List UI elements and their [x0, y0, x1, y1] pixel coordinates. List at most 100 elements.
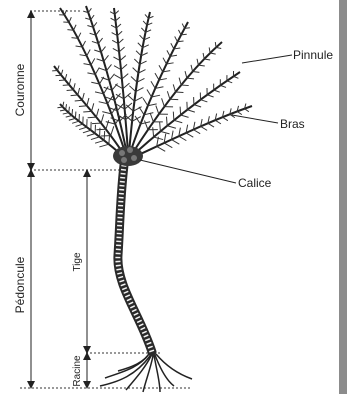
pinnule [76, 124, 83, 126]
arm [133, 71, 240, 155]
pinnule [118, 39, 123, 44]
pinnule-label: Pinnule [293, 48, 333, 62]
pinnule [87, 133, 95, 136]
pinnule [66, 104, 67, 110]
arm-axis [114, 8, 128, 153]
pinnule [57, 107, 62, 108]
pinnule [210, 53, 216, 54]
pinnule [128, 95, 135, 101]
pinnule [72, 121, 79, 123]
pinnule [208, 123, 214, 127]
pinnule [204, 59, 210, 60]
pinnule [167, 126, 176, 128]
pinnule [67, 30, 73, 31]
pinnule [237, 111, 242, 114]
pinnule [175, 36, 178, 41]
pinnule [66, 116, 72, 118]
pinnule [179, 78, 181, 85]
pedoncule-label: Pédoncule [13, 256, 27, 313]
pinnule [87, 50, 91, 56]
calice-leader [140, 160, 236, 183]
pinnule [121, 64, 127, 69]
pinnule [93, 22, 97, 27]
pinnule [162, 98, 165, 106]
pinnule [193, 130, 200, 134]
pinnule [120, 56, 126, 61]
pinnule [78, 88, 80, 95]
pinnule [136, 51, 141, 56]
pinnule [57, 65, 59, 70]
pinnule [153, 127, 154, 137]
pinnule [79, 127, 87, 129]
arms [52, 6, 252, 157]
pinnule [109, 74, 114, 80]
pinnule [82, 93, 84, 100]
pinnule [112, 84, 118, 91]
pinnule [245, 109, 249, 112]
pinnule [69, 79, 71, 85]
pinnule [72, 109, 73, 115]
roots [100, 352, 192, 392]
pinnule [63, 113, 69, 114]
pinnule [150, 113, 153, 122]
pinnule [209, 47, 210, 53]
pinnule [187, 78, 194, 79]
pinnule [187, 110, 195, 112]
pinnule [126, 105, 133, 111]
pinnule [107, 64, 112, 70]
pinnule [91, 58, 95, 65]
pinnule [101, 114, 104, 123]
stem [118, 165, 152, 352]
pinnule [185, 28, 190, 29]
pinnule [193, 72, 200, 73]
pinnule [174, 120, 182, 122]
pinnule [83, 111, 91, 112]
pinnule [95, 140, 104, 143]
pinnule [67, 90, 74, 91]
pinnule [197, 59, 198, 65]
pinnule [104, 55, 109, 61]
pinnule [173, 84, 175, 92]
pinnule [108, 96, 113, 104]
pinnule [92, 103, 94, 111]
pinnule [214, 90, 220, 92]
pinnule [181, 85, 189, 86]
pinnule [138, 43, 143, 48]
pinnule [227, 81, 232, 83]
pinnule [99, 144, 108, 147]
pinnule [141, 28, 145, 32]
pinnule-leader [242, 55, 292, 63]
pinnule [131, 77, 137, 83]
pinnule [164, 143, 172, 148]
page-edge-shadow [339, 0, 347, 394]
arm-axis [134, 106, 252, 157]
pinnule [61, 70, 63, 75]
calice-label: Calice [238, 176, 272, 190]
pinnule [173, 112, 174, 121]
couronne-label: Couronne [13, 63, 27, 116]
pinnule [122, 74, 128, 79]
pinnule [171, 43, 174, 49]
pinnule [155, 73, 159, 80]
pinnule [207, 95, 213, 97]
dimension-arrows [31, 14, 87, 385]
tige-label: Tige [72, 252, 83, 272]
pinnule [215, 120, 221, 124]
pinnule [119, 47, 124, 52]
pinnule [82, 41, 85, 47]
pinnule [143, 98, 148, 106]
pinnule [201, 126, 207, 130]
pinnule [167, 50, 170, 56]
pinnule [75, 100, 83, 101]
pinnule [91, 137, 100, 140]
pinnule [87, 98, 89, 106]
pinnule [171, 140, 179, 145]
pinnule [79, 106, 87, 107]
pinnule [83, 130, 91, 133]
arm [125, 12, 154, 153]
pinnule [96, 109, 98, 117]
pinnule [160, 122, 161, 131]
pinnule [129, 86, 135, 92]
